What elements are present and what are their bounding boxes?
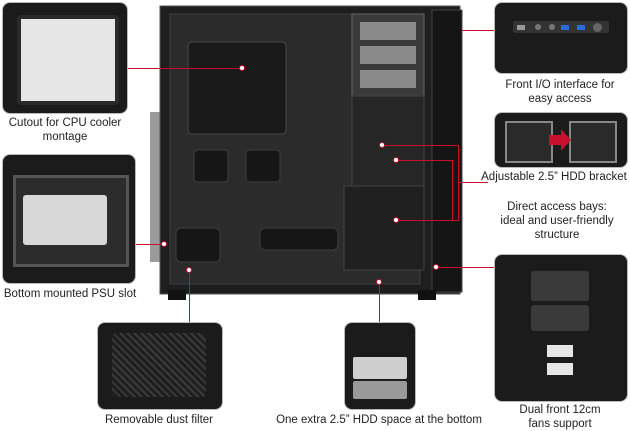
grommet-1 [193,149,229,183]
front-io-photo [494,2,628,74]
psu-callout-line [136,244,164,245]
cpu-cutout-caption: Cutout for CPU cooler montage [8,117,122,143]
psu-slot-caption: Bottom mounted PSU slot [3,288,137,300]
foot-2 [418,290,436,300]
bays-callout-line-2 [396,160,452,161]
psu-cutout-shape [175,227,221,263]
psu-slot-photo [2,154,136,284]
drive-bay-3 [360,70,416,88]
drive-bay-2 [360,46,416,64]
fans-callout-dot [433,264,439,270]
dust-filter-photo [97,322,223,410]
bays-callout-line-3 [396,220,458,221]
grommet-2 [245,149,281,183]
front-io-caption: Front I/O interface for easy access [505,79,615,105]
foot-1 [168,290,186,300]
bays-callout-connector [458,182,488,183]
bays-callout-bracket-2 [452,160,453,220]
drive-bay-1 [360,22,416,40]
hdd-bottom-callout-line [379,282,380,322]
bays-dot-3 [393,217,399,223]
case-front-panel [431,9,463,293]
cable-cutout [259,227,339,251]
front-fans-caption: Dual front 12cm fans support [519,404,601,430]
hdd-bracket-photo [494,112,628,168]
io-callout-line [462,30,494,31]
hdd-bracket-caption: Adjustable 2.5” HDD bracket [481,171,627,183]
psu-callout-dot [161,241,167,247]
lower-hdd-cage [343,185,425,271]
dust-filter-caption: Removable dust filter [104,414,214,426]
cpu-cutout-shape [187,41,287,135]
front-fans-photo [494,254,628,402]
hdd-bottom-caption: One extra 2.5” HDD space at the bottom [276,414,482,426]
direct-bays-caption: Direct access bays: ideal and user-frien… [500,201,614,241]
hdd-bottom-callout-dot [376,279,382,285]
cpu-callout-line [126,68,242,69]
cpu-cutout-photo [2,2,128,114]
cpu-callout-dot [239,65,245,71]
filter-callout-dot [186,267,192,273]
filter-callout-line [189,270,190,322]
bays-dot-2 [393,157,399,163]
bays-callout-line-1 [382,145,458,146]
hdd-cage [351,95,425,187]
bays-dot-1 [379,142,385,148]
fans-callout-line [436,267,494,268]
hdd-bottom-photo [344,322,416,410]
bays-callout-bracket [458,145,459,221]
